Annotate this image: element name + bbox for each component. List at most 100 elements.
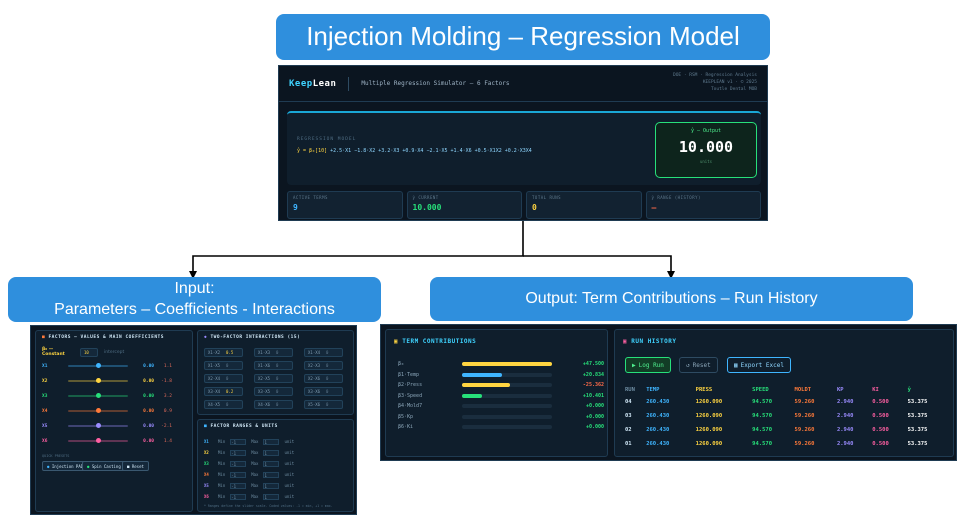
factor-coef[interactable]: 3.2 (163, 393, 172, 399)
interaction-term: X1·X3 (258, 350, 271, 355)
range-min-input[interactable]: -1 (230, 460, 247, 467)
factor-coef[interactable]: 0.9 (163, 408, 172, 414)
slider-knob[interactable] (95, 363, 101, 368)
input-callout: Input: Parameters – Coefficients - Inter… (8, 277, 381, 322)
slider-knob[interactable] (95, 438, 101, 443)
refresh-icon: ↺ (686, 361, 690, 369)
table-cell: 2.940 (836, 399, 854, 405)
run-history-title: ▣ RUN HISTORY (623, 338, 677, 345)
interaction-coef: 0 (226, 363, 229, 368)
factor-coef[interactable]: 1.4 (163, 438, 172, 444)
factor-slider[interactable] (68, 423, 128, 428)
interaction-coef: 0 (326, 350, 329, 355)
range-factor-label: X1 (204, 439, 209, 444)
contribution-row: β5·Kp +0.000 (398, 413, 604, 421)
range-min-label: Min (218, 483, 226, 488)
interaction-term: X2·X3 (308, 363, 321, 368)
output-callout: Output: Term Contributions – Run History (430, 277, 913, 321)
log-run-button[interactable]: ▶Log Run (625, 357, 671, 373)
factor-slider[interactable] (68, 393, 128, 398)
factor-value: 0.00 (143, 423, 154, 429)
interaction-coef: 0 (226, 376, 229, 381)
range-unit[interactable]: unit (284, 461, 295, 466)
reset-factors-button[interactable]: ■ Reset (122, 461, 149, 471)
contribution-bar (462, 362, 552, 366)
range-max-input[interactable]: 1 (263, 438, 280, 445)
range-max-input[interactable]: 1 (263, 482, 280, 489)
table-cell: 59.260 (794, 441, 815, 447)
table-cell: 1260.090 (695, 413, 723, 419)
factor-slider[interactable] (68, 363, 128, 368)
slider-knob[interactable] (95, 378, 101, 383)
factor-coef[interactable]: 1.1 (163, 363, 172, 369)
interaction-input[interactable]: X3·X6 0 (304, 387, 343, 396)
factor-coef[interactable]: -2.1 (161, 423, 172, 429)
interaction-coef: 0 (276, 363, 279, 368)
range-unit[interactable]: unit (284, 472, 295, 477)
contribution-value: +0.000 (585, 413, 604, 420)
interactions-icon: ◆ (204, 335, 208, 340)
factor-value: 0.00 (143, 438, 154, 444)
range-max-label: Max (251, 439, 259, 444)
table-cell: 02 (625, 427, 632, 433)
slider-knob[interactable] (95, 408, 101, 413)
slider-knob[interactable] (95, 423, 101, 428)
export-excel-button[interactable]: ▦Export Excel (727, 357, 791, 373)
range-max-label: Max (251, 461, 259, 466)
range-unit[interactable]: unit (284, 483, 295, 488)
factor-coef[interactable]: -1.8 (161, 378, 172, 384)
factor-label: X4 (42, 408, 48, 414)
contribution-label: β5·Kp (398, 413, 414, 420)
contribution-bar (462, 414, 552, 419)
interaction-term: X3·X6 (308, 389, 321, 394)
reset-history-button[interactable]: ↺Reset (679, 357, 718, 373)
table-cell: 04 (625, 399, 632, 405)
preset-spin-button[interactable]: ● Spin Casting (82, 461, 126, 471)
beta0-input[interactable]: 10 (80, 347, 98, 357)
range-max-input[interactable]: 1 (263, 471, 280, 478)
range-max-input[interactable]: 1 (263, 493, 280, 500)
contribution-bar-fill (462, 383, 510, 387)
range-min-input[interactable]: -1 (230, 449, 247, 456)
range-unit[interactable]: unit (284, 450, 295, 455)
range-min-input[interactable]: -1 (230, 493, 247, 500)
range-unit[interactable]: unit (284, 494, 295, 499)
factor-slider[interactable] (68, 408, 128, 413)
stats-row: ACTIVE TERMS 9 ŷ CURRENT 10.000 TOTAL RU… (287, 191, 761, 219)
slider-knob[interactable] (95, 393, 101, 398)
input-parameters-screenshot: ■ FACTORS — VALUES & MAIN COEFFICIENTS β… (30, 325, 357, 515)
range-max-input[interactable]: 1 (263, 449, 280, 456)
factor-slider[interactable] (68, 438, 128, 443)
range-min-input[interactable]: -1 (230, 471, 247, 478)
play-icon: ▶ (632, 361, 636, 369)
contribution-bar-fill (462, 393, 482, 398)
range-min-input[interactable]: -1 (230, 438, 247, 445)
factor-slider[interactable] (68, 378, 128, 383)
range-unit[interactable]: unit (284, 439, 295, 444)
interaction-coef: 0 (326, 389, 329, 394)
range-max-input[interactable]: 1 (263, 460, 280, 467)
contribution-value: +10.401 (582, 392, 604, 399)
range-min-input[interactable]: -1 (230, 482, 247, 489)
